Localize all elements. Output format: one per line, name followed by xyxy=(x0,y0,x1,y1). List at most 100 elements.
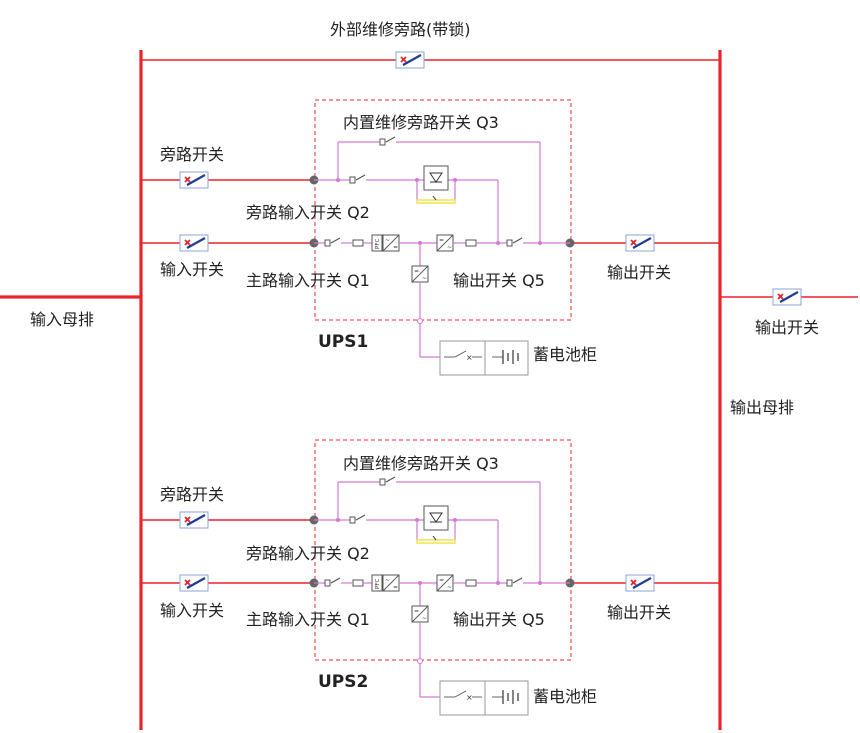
ups2-output-breaker-blade xyxy=(632,577,652,589)
ups2-static-switch xyxy=(423,505,449,531)
main-output-breaker-cross-b xyxy=(777,293,784,300)
main-output-breaker xyxy=(772,288,802,306)
ups1-q1-label: 主路输入开关 Q1 xyxy=(246,271,370,290)
ups2-pfc-text: PFC xyxy=(375,579,381,589)
ups2-output-fuse xyxy=(465,579,477,587)
ups2-output-breaker xyxy=(625,574,655,592)
ups1-bat-breaker-x: × xyxy=(466,353,473,362)
ups1-pfc-frame xyxy=(371,234,383,252)
ups1-output-breaker-cross-b xyxy=(630,239,637,246)
ups2-input-switch-label: 输入开关 xyxy=(160,601,225,620)
ups1-q3-switch xyxy=(379,136,396,146)
ups2-q1-switch-contact xyxy=(324,579,331,587)
ups2-inverter-bottom-sym: ~ xyxy=(447,584,452,591)
external-bypass-breaker-blade xyxy=(402,54,422,66)
ups2-enclosure xyxy=(314,439,572,661)
ups1-dc-converter-diagonal xyxy=(411,265,429,283)
ups1-rectifier-top-sym: ~ xyxy=(385,237,390,244)
ups2-inverter-top-sym: = xyxy=(439,577,444,584)
ups1-q5-switch-contact xyxy=(506,239,513,247)
ups2-input-breaker-blade xyxy=(186,577,206,589)
ups1-rectifier-diagonal xyxy=(382,234,400,252)
ups2-battery-cabinet xyxy=(439,680,529,716)
ups2-q3-switch xyxy=(379,476,396,486)
ups1-q3-join xyxy=(538,241,542,245)
ups1-battery-cabinet xyxy=(439,340,529,376)
ups2-q5-switch-contact xyxy=(506,579,513,587)
ups1-input-breaker-cross-b xyxy=(184,239,191,246)
ups1-input-breaker-blade xyxy=(186,237,206,249)
ups2-rectifier-bottom-sym: = xyxy=(393,584,398,591)
ups1-ss-gate xyxy=(432,195,437,201)
ups2-q2-switch-contact xyxy=(349,516,356,524)
ups1-inverter-top-sym: = xyxy=(439,237,444,244)
ups1-q5-switch xyxy=(506,237,523,247)
ups1-q3-switch-contact xyxy=(379,138,386,146)
ups2-rectifier-top-sym: ~ xyxy=(385,577,390,584)
ups2-q3-label: 内置维修旁路开关 Q3 xyxy=(343,454,499,473)
ups1-ss-yellow-base xyxy=(416,199,456,204)
ups2-q5-switch xyxy=(506,577,523,587)
ups1-q3-switch-blade xyxy=(385,136,396,143)
ups2-thyristor-a xyxy=(429,512,443,523)
ups1-thyristor-a xyxy=(429,172,443,183)
ups1-battery-label: 蓄电池柜 xyxy=(533,345,598,364)
ups1-bat-breaker-blade xyxy=(454,350,467,358)
ups1-dc-converter-top-sym: = xyxy=(414,268,419,275)
ups1-q2-switch-contact xyxy=(349,176,356,184)
ups2-battery-label: 蓄电池柜 xyxy=(533,687,598,706)
ups2-input-fuse xyxy=(352,579,364,587)
ups1-input-switch-label: 输入开关 xyxy=(160,260,225,279)
ups1-input-breaker xyxy=(179,234,209,252)
ups2-q2-switch xyxy=(349,514,366,524)
ups2-input-breaker xyxy=(179,574,209,592)
ups2-pfc: PFC xyxy=(371,574,383,592)
ups1-bypass-breaker-cross-b xyxy=(184,176,191,183)
ups2-q3-switch-contact xyxy=(379,478,386,486)
ups1-rectifier: ~= xyxy=(382,234,400,252)
ups2-dc-converter: =~ xyxy=(411,605,429,623)
ups2-q2-label: 旁路输入开关 Q2 xyxy=(246,544,370,563)
main-output-breaker-blade xyxy=(779,291,799,303)
ups1-name: UPS1 xyxy=(318,332,369,352)
ups2-output-breaker-cross-b xyxy=(630,579,637,586)
ups2-q3-join xyxy=(538,581,542,585)
ups1-pfc-text: PFC xyxy=(375,239,381,249)
external-bypass-breaker-cross-b xyxy=(400,56,407,63)
ups2-q5-label: 输出开关 Q5 xyxy=(453,610,545,629)
ups2-output-switch-label: 输出开关 xyxy=(607,603,672,622)
ups1-q5-label: 输出开关 Q5 xyxy=(453,271,545,290)
ups1-bat-terminal xyxy=(417,318,423,324)
ups2-bypass-breaker-cross-b xyxy=(184,516,191,523)
ups2-dc-converter-top-sym: = xyxy=(414,608,419,615)
ups2-q1-switch-blade xyxy=(330,577,341,584)
ups1-pfc: PFC xyxy=(371,234,383,252)
ups1-inverter-bottom-sym: ~ xyxy=(447,244,452,251)
ups1-output-breaker xyxy=(625,234,655,252)
ups1-bypass-switch-label: 旁路开关 xyxy=(160,145,225,164)
ups2-input-breaker-cross-b xyxy=(184,579,191,586)
ups1-dc-converter: =~ xyxy=(411,265,429,283)
ups1-output-fuse xyxy=(465,239,477,247)
ups2-bat-breaker-x: × xyxy=(466,693,473,702)
ups2-q5-switch-blade xyxy=(512,577,523,584)
ups2-bat-terminal xyxy=(417,658,423,664)
output-busbar-label: 输出母排 xyxy=(730,398,795,417)
ups1-q2-switch-blade xyxy=(355,174,366,181)
ups2-inverter: =~ xyxy=(436,574,454,592)
main-output-switch-label: 输出开关 xyxy=(755,318,820,337)
ups2-bat-breaker-blade xyxy=(454,690,467,698)
ups2-q1-switch xyxy=(324,577,341,587)
ups1-q1-switch xyxy=(324,237,341,247)
ups1-input-fuse xyxy=(352,239,364,247)
ups2-bypass-breaker xyxy=(179,511,209,529)
ups2-q1-label: 主路输入开关 Q1 xyxy=(246,610,370,629)
ups1-output-breaker-blade xyxy=(632,237,652,249)
ups2-q3-switch-blade xyxy=(385,476,396,483)
ups1-q1-switch-contact xyxy=(324,239,331,247)
ups2-bypass-switch-label: 旁路开关 xyxy=(160,485,225,504)
ups2-name: UPS2 xyxy=(318,672,369,692)
ups2-dc-converter-bottom-sym: ~ xyxy=(422,615,427,622)
